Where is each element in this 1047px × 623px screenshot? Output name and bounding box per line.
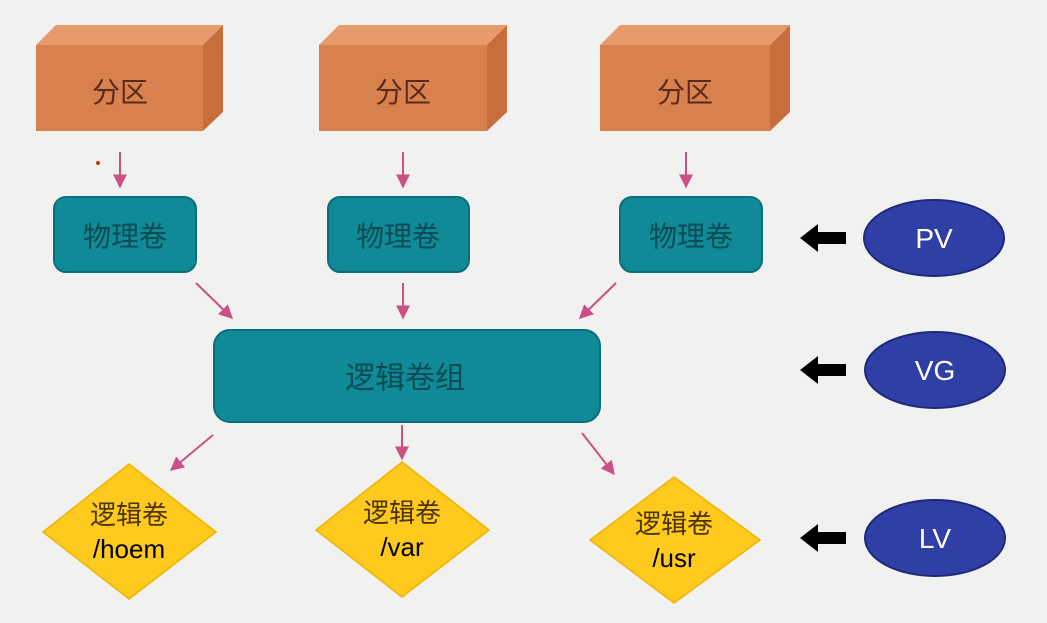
legend-arrow-vg [800, 356, 846, 384]
partition-label: 分区 [92, 76, 148, 109]
logical-volume-2: 逻辑卷 /var [314, 461, 491, 598]
legend-pv: PV [863, 199, 1005, 277]
logical-volume-mount: /hoem [93, 534, 165, 564]
logical-volume-label: 逻辑卷 [363, 499, 441, 529]
arrow-vg-to-lv-1 [169, 434, 214, 471]
volume-group: 逻辑卷组 [213, 329, 601, 423]
logical-volume-1: 逻辑卷 /hoem [41, 463, 218, 600]
legend-arrow-pv [800, 224, 846, 252]
physical-volume-label: 物理卷 [649, 220, 733, 253]
physical-volume-1: 物理卷 [53, 196, 197, 273]
logical-volume-label: 逻辑卷 [635, 510, 713, 540]
arrow-pv-to-vg-1 [195, 282, 234, 319]
legend-vg: VG [864, 331, 1006, 409]
volume-group-label: 逻辑卷组 [345, 361, 465, 396]
partition-label: 分区 [657, 76, 713, 109]
legend-lv: LV [864, 499, 1006, 577]
arrow-vg-to-lv-3 [581, 432, 615, 476]
physical-volume-3: 物理卷 [619, 196, 763, 273]
partition-box-2: 分区 [319, 25, 507, 131]
physical-volume-2: 物理卷 [327, 196, 470, 273]
partition-box-1: 分区 [36, 25, 223, 131]
logical-volume-mount: /var [380, 532, 424, 562]
legend-pv-label: PV [915, 223, 953, 254]
physical-volume-label: 物理卷 [356, 220, 440, 253]
legend-arrow-lv [800, 524, 846, 552]
partition-box-3: 分区 [600, 25, 790, 131]
stray-dot [96, 161, 100, 165]
arrow-pv-to-vg-3 [578, 282, 617, 319]
partition-label: 分区 [375, 76, 431, 109]
logical-volume-label: 逻辑卷 [90, 501, 168, 531]
physical-volume-label: 物理卷 [83, 220, 167, 253]
logical-volume-3: 逻辑卷 /usr [588, 476, 762, 604]
legend-lv-label: LV [919, 523, 951, 554]
legend-vg-label: VG [915, 355, 955, 386]
logical-volume-mount: /usr [652, 543, 696, 573]
